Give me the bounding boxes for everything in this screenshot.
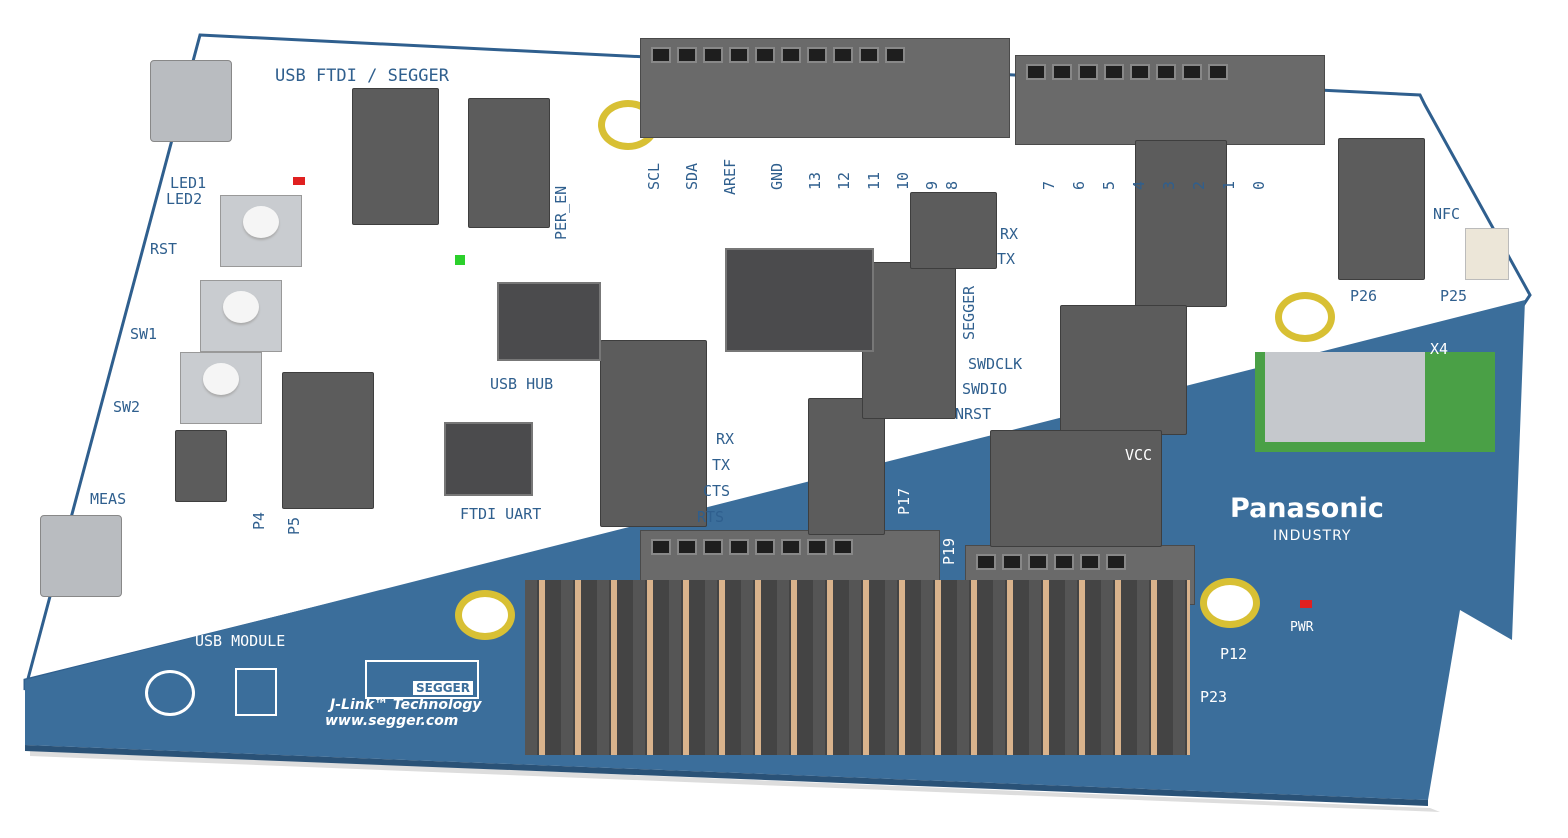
label-x4: X4 (1430, 340, 1449, 358)
pin-label: 2 (1190, 180, 1209, 190)
pin-label: 8 (942, 180, 961, 190)
mounting-hole (1200, 578, 1260, 628)
label-p5: P5 (285, 516, 303, 535)
label-meas: MEAS (90, 490, 127, 508)
label-p19: P19 (940, 537, 958, 565)
pin-label: 13 (806, 171, 825, 190)
segger-url: www.segger.com (325, 713, 459, 729)
arduino-header-top (640, 38, 1010, 138)
label-usb-ftdi-segger: USB FTDI / SEGGER (275, 66, 449, 86)
usb-connector-top (150, 60, 232, 142)
pin-label: SCL (645, 162, 663, 190)
led1 (293, 177, 305, 185)
label-vcc: VCC (1125, 446, 1153, 464)
segger-logo: SEGGER (365, 660, 479, 699)
led-green (455, 255, 465, 265)
label-swdio: SWDIO (962, 380, 1008, 398)
sw1-button (200, 280, 282, 352)
module-shield-can (1265, 352, 1425, 442)
pin-label: 1 (1220, 180, 1239, 190)
jumper-per-en (468, 98, 550, 228)
pwr-led (1300, 600, 1312, 608)
label-tx-segger: TX (997, 250, 1016, 268)
segger-mcu-chip (725, 248, 874, 352)
label-usb-module: USB MODULE (195, 632, 286, 650)
label-p25: P25 (1440, 287, 1468, 305)
pcb-edge (25, 745, 1428, 806)
jumper-uart (600, 340, 707, 527)
wireless-module-pcb (1255, 352, 1495, 452)
label-nrst: NRST (955, 405, 992, 423)
jlink-label: J-Link™ Technology (330, 697, 482, 713)
pin-label: 9 (922, 180, 941, 190)
ftdi-uart-chip (444, 422, 533, 496)
label-segger: SEGGER (960, 285, 978, 340)
jumper-segger (862, 262, 956, 419)
pin-label: 5 (1100, 180, 1119, 190)
label-sw2: SW2 (113, 398, 141, 416)
label-p23: P23 (1200, 688, 1228, 706)
nfc-connector-p25 (1465, 228, 1509, 280)
jumper-meas (175, 430, 227, 502)
pin-header-p23 (525, 580, 1190, 755)
label-swdclk: SWDCLK (968, 355, 1023, 373)
lead-free-icon (145, 670, 195, 716)
usb-hub-chip (497, 282, 601, 361)
pin-label: GND (768, 162, 787, 190)
label-p12: P12 (1220, 645, 1248, 663)
pin-label: 0 (1250, 180, 1269, 190)
top-header-pin-labels: SCL SDA AREF GND 13 12 11 10 9 8 (645, 150, 961, 195)
mounting-hole (455, 590, 515, 640)
label-rx: RX (716, 430, 735, 448)
right-header-pin-labels: 7 6 5 4 3 2 1 0 (1040, 165, 1268, 190)
pin-label: SDA (683, 162, 702, 190)
label-p4: P4 (250, 511, 268, 530)
label-rst: RST (150, 240, 178, 258)
label-tx: TX (712, 456, 731, 474)
segger-logo-text: SEGGER (413, 681, 473, 695)
label-p17: P17 (895, 487, 913, 515)
pin-label: 6 (1070, 180, 1089, 190)
label-led2: LED2 (166, 190, 203, 208)
pin-label: 4 (1130, 180, 1149, 190)
jumper-p (1135, 140, 1227, 307)
jumper-vddh (1060, 305, 1187, 435)
label-led1: LED1 (170, 174, 207, 192)
pin-label: 12 (835, 171, 854, 190)
sw2-button (180, 352, 262, 424)
panasonic-logo: Panasonic (1230, 493, 1384, 524)
pin-label: 7 (1040, 180, 1058, 190)
pcb-shadow (30, 750, 1440, 812)
label-usb-hub: USB HUB (490, 375, 554, 393)
jumper-rx-tx (910, 192, 997, 269)
label-p26: P26 (1350, 287, 1378, 305)
jumper-p26-nfc (1338, 138, 1425, 280)
label-cts: CTS (703, 482, 731, 500)
label-rx-segger: RX (1000, 225, 1019, 243)
jumper-usb-select (352, 88, 439, 225)
pin-label: 10 (893, 171, 912, 190)
jumper-vcc (990, 430, 1162, 547)
usb-connector-x5 (40, 515, 122, 597)
arduino-header-right (1015, 55, 1325, 145)
pin-label: 11 (864, 171, 883, 190)
label-ftdi-uart: FTDI UART (460, 505, 542, 523)
label-nfc: NFC (1433, 205, 1461, 223)
label-x5: X5 (80, 625, 99, 643)
mounting-hole (1275, 292, 1335, 342)
label-per-en: PER_EN (552, 185, 570, 240)
pin-label: 3 (1160, 180, 1179, 190)
jumper-p17 (808, 398, 885, 535)
label-sw1: SW1 (130, 325, 158, 343)
reset-button (220, 195, 302, 267)
label-rts: RTS (697, 508, 725, 526)
pin-label: AREF (721, 158, 740, 195)
weee-bin-icon (235, 668, 277, 716)
jumper-p4-p5 (282, 372, 374, 509)
industry-label: INDUSTRY (1273, 528, 1352, 544)
label-pwr: PWR (1290, 620, 1314, 635)
